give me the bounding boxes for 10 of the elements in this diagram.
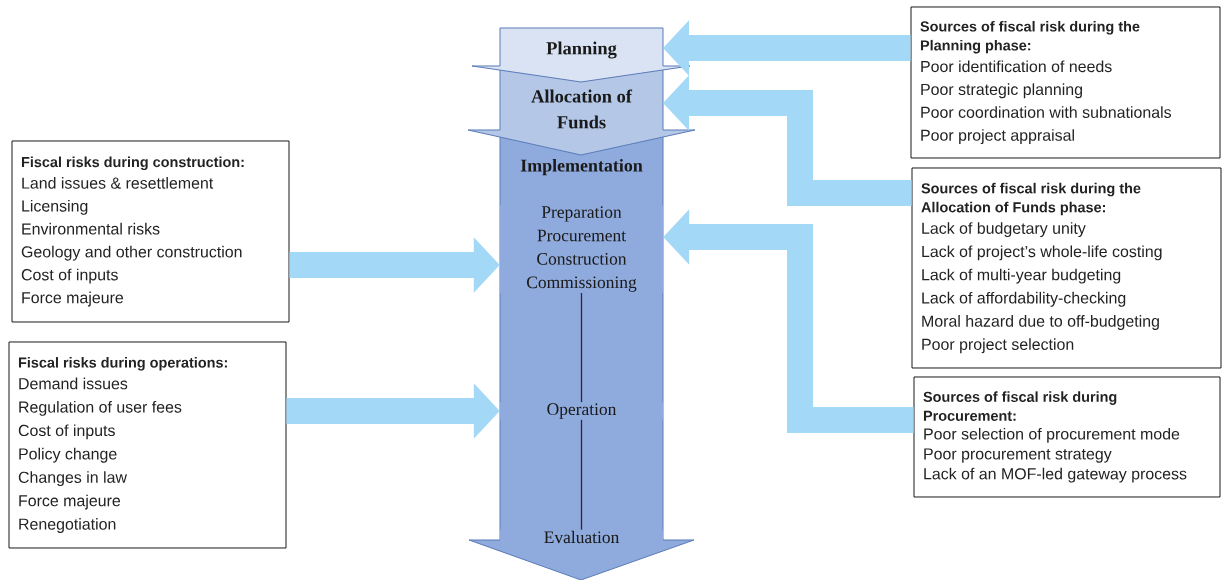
risk-list-box: Sources of fiscal risk during the Planning phase: Poor identification of needs Poor strategic planning Poor coordination with subnationals Poor project appraisal — [910, 6, 1221, 159]
risk-list-box: Sources of fiscal risk during the Allocation of Funds phase: Lack of budgetary unity Lack of project’s whole-life costing Lack of multi-year budgeting Lack of affordability-checking Moral hazard due to off-budgeting Poor project selection — [911, 167, 1222, 369]
risk-list-box: Fiscal risks during operations: Demand issues Regulation of user fees Cost of inputs Policy change Changes in law Force majeure Renegotiation — [8, 341, 287, 549]
phase-band: Planning — [471, 27, 691, 83]
stage-label: Operation — [500, 402, 663, 420]
connector-line — [580, 419, 583, 531]
stage-label: Preparation Procurement Construction Commissioning — [500, 205, 663, 293]
risk-list-box: Fiscal risks during construction: Land issues & resettlement Licensing Environmental risks Geology and other construction Cost of inputs Force majeure — [11, 140, 290, 323]
connector-line — [580, 292, 583, 403]
risk-list-box: Sources of fiscal risk during Procurement: Poor selection of procurement mode Poor procurement strategy Lack of an MOF-led gateway process — [913, 376, 1221, 498]
